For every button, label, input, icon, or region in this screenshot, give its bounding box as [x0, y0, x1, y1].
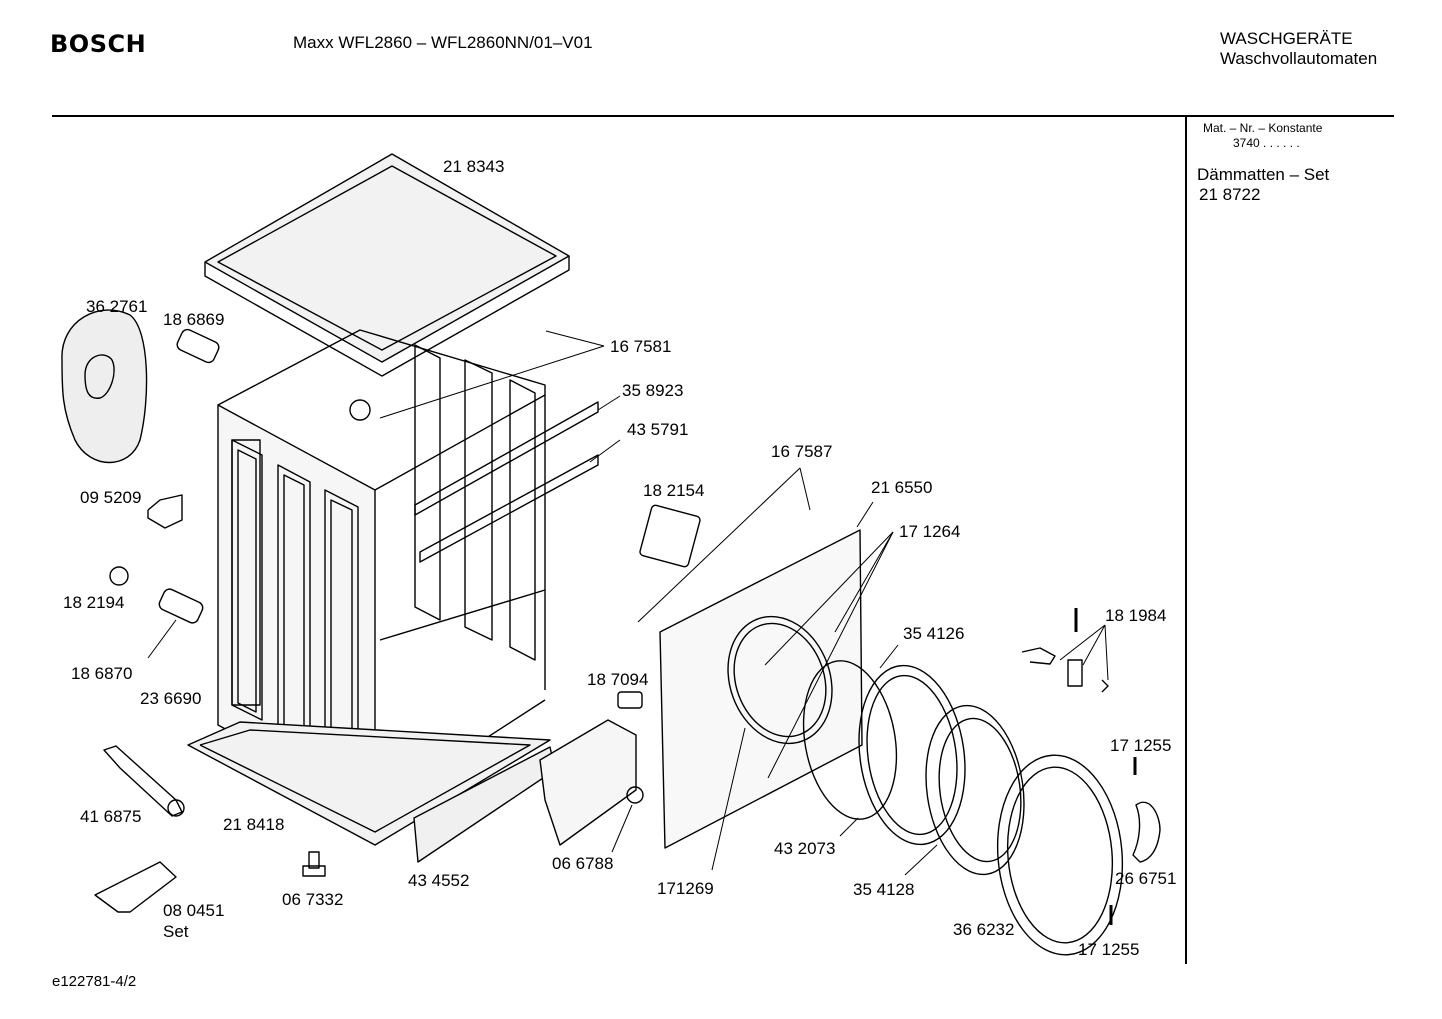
rear-cover-part: [61, 309, 148, 464]
part-label-354126: 35 4126: [903, 624, 965, 643]
outer-door-ring-part: [996, 754, 1124, 956]
set-title: Dämmatten – Set: [1197, 165, 1330, 184]
part-label-236690: 23 6690: [140, 689, 202, 708]
cap-182194-part: [109, 566, 129, 586]
front-panel-part: [659, 529, 863, 849]
drawing-reference: e122781-4/2: [52, 973, 137, 990]
part-label-182194: 18 2194: [63, 593, 125, 612]
hinge-181984-part: [1021, 647, 1109, 693]
lever-187094-part: [617, 691, 643, 709]
part-label-080451: 08 0451: [163, 901, 225, 920]
part-label-187094: 18 7094: [587, 670, 649, 689]
detergent-drawer-part: [539, 719, 637, 846]
set-number: 21 8722: [1199, 185, 1261, 204]
shock-absorber-top-part: [176, 328, 220, 364]
part-label-362761: 36 2761: [86, 297, 148, 316]
door-glass-part: [802, 660, 898, 820]
inner-door-ring-part: [858, 664, 966, 846]
cross-rails-part: [414, 401, 599, 563]
part-label-218343: 21 8343: [443, 157, 505, 176]
part-label-186869: 18 6869: [163, 310, 225, 329]
cabinet-body-part: [217, 329, 546, 811]
part-label-171255-bottom: 17 1255: [1078, 940, 1140, 959]
part-label-181984: 18 1984: [1105, 606, 1167, 625]
part-label-218418: 21 8418: [223, 815, 285, 834]
part-label-434552: 43 4552: [408, 871, 470, 890]
part-label-171269: 171269: [657, 879, 714, 898]
knob-066788-part: [626, 786, 644, 804]
model-title: Maxx WFL2860 – WFL2860NN/01–V01: [293, 33, 593, 52]
part-label-067332: 06 7332: [282, 890, 344, 909]
top-lid-part: [204, 153, 570, 377]
part-label-416875: 41 6875: [80, 807, 142, 826]
category-line-2: Waschvollautomaten: [1220, 49, 1378, 68]
part-label-171255-top: 17 1255: [1110, 736, 1172, 755]
clip-095209-part: [147, 494, 183, 529]
door-lock-part: [639, 504, 701, 568]
part-label-182154: 18 2154: [643, 481, 705, 500]
part-label-186870: 18 6870: [71, 664, 133, 683]
part-label-266751: 26 6751: [1115, 869, 1177, 888]
part-label-167581: 16 7581: [610, 337, 672, 356]
part-label-066788: 06 6788: [552, 854, 614, 873]
base-tray-part: [187, 721, 551, 846]
mat-nr-label: Mat. – Nr. – Konstante: [1203, 121, 1323, 135]
leader-lines: [147, 330, 1109, 876]
part-label-095209: 09 5209: [80, 488, 142, 507]
wrench-tool-part: [103, 745, 185, 817]
transport-bracket-part: [94, 861, 177, 913]
door-handle-part: [1132, 801, 1161, 863]
brand-logo: BOSCH: [50, 30, 147, 58]
part-label-366232: 36 6232: [953, 920, 1015, 939]
part-label-167587: 16 7587: [771, 442, 833, 461]
mat-nr-value: 3740 . . . . . .: [1233, 136, 1300, 150]
shock-absorber-bottom-part: [158, 588, 204, 624]
foot-screw-part: [302, 851, 326, 877]
door-bowl-part: [925, 704, 1025, 876]
part-label-171264: 17 1264: [899, 522, 961, 541]
part-label-354128: 35 4128: [853, 880, 915, 899]
part-label-432073: 43 2073: [774, 839, 836, 858]
category-line-1: WASCHGERÄTE: [1220, 29, 1353, 48]
part-label-080451-set: Set: [163, 922, 189, 941]
part-label-358923: 35 8923: [622, 381, 684, 400]
part-label-435791: 43 5791: [627, 420, 689, 439]
part-label-216550: 21 6550: [871, 478, 933, 497]
